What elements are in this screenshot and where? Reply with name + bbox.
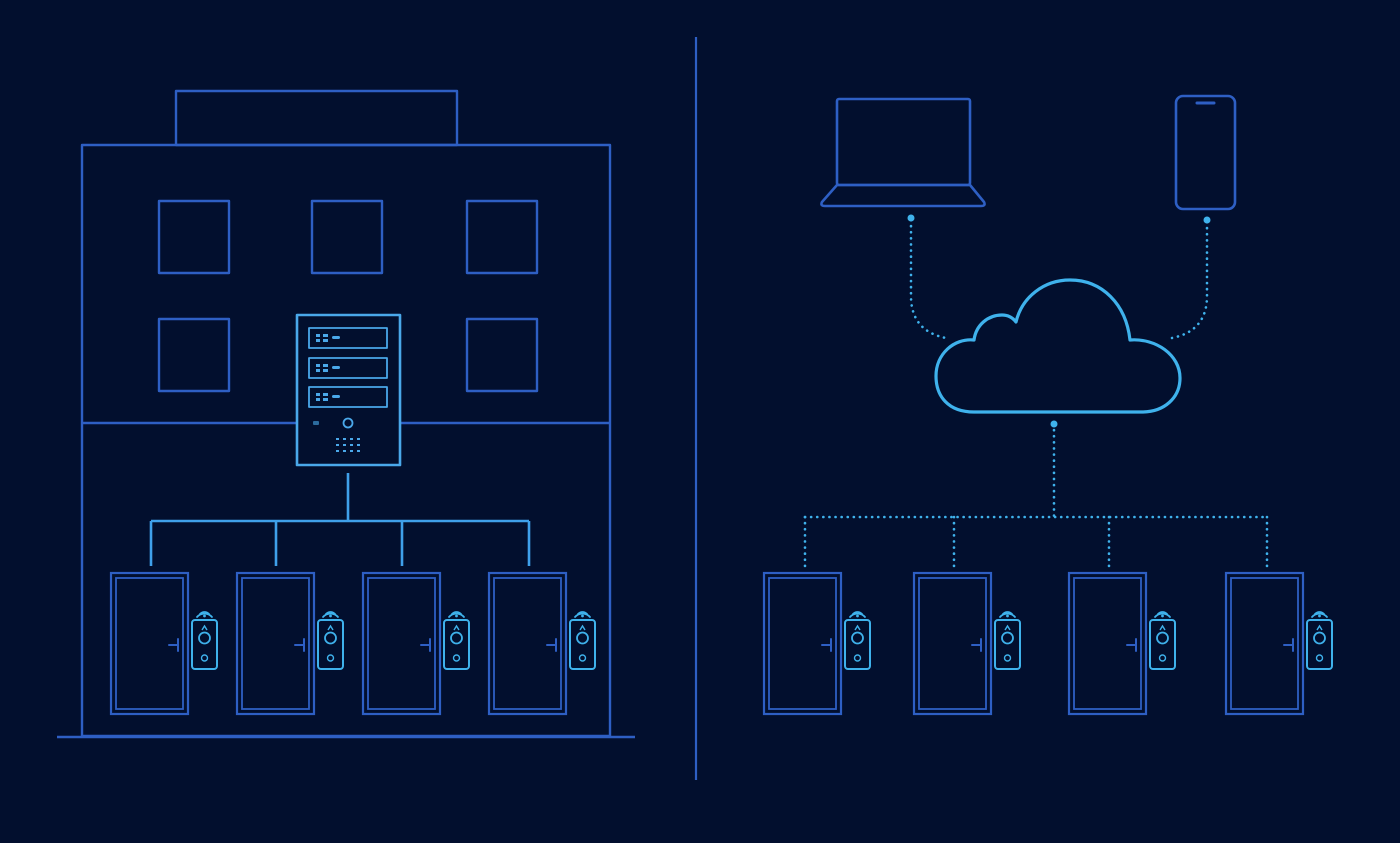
- window-icon: [310, 199, 384, 275]
- door-icon: [487, 571, 597, 716]
- connection-node: [1203, 216, 1211, 224]
- connection-node: [1050, 420, 1058, 428]
- wireless-connection-lines: [803, 218, 1269, 568]
- window-icon: [157, 199, 231, 275]
- connection-node: [907, 214, 915, 222]
- door-icon: [762, 571, 872, 716]
- door-icon: [361, 571, 471, 716]
- cloud-icon: [934, 278, 1182, 414]
- cloud-scene: [762, 94, 1334, 716]
- door-icon: [235, 571, 345, 716]
- door-icon: [109, 571, 219, 716]
- smartphone-icon: [1174, 94, 1237, 211]
- server-icon: [295, 313, 402, 467]
- door-icon: [1067, 571, 1177, 716]
- laptop-icon: [820, 97, 986, 208]
- wired-connection-lines: [149, 473, 531, 566]
- building-icon: [57, 89, 635, 739]
- door-icon: [1224, 571, 1334, 716]
- window-icon: [465, 199, 539, 275]
- door-icon: [912, 571, 1022, 716]
- window-icon: [465, 317, 539, 393]
- on-premise-scene: [57, 89, 635, 739]
- window-icon: [157, 317, 231, 393]
